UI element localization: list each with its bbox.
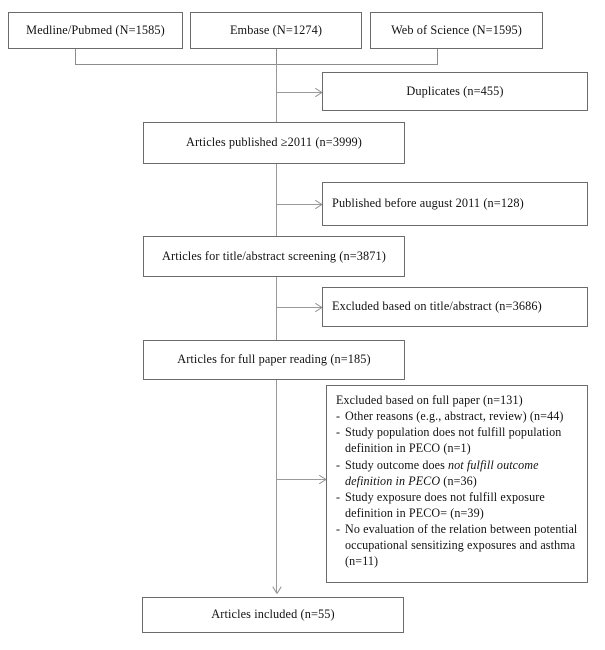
source-label-medline: Medline/Pubmed (N=1585) — [26, 22, 165, 37]
reason-text-plain-before: Other reasons (e.g., abstract, review) (… — [345, 409, 564, 424]
reason-text-plain-before: Study outcome does — [345, 457, 449, 472]
reason-text-italic: not fulfill outcome definition in PECO — [345, 457, 539, 488]
exclusion-reason-item: -Study exposure does not fulfill exposur… — [336, 489, 580, 521]
flow-box-articles-published: Articles published ≥2011 (n=3999) — [143, 122, 405, 164]
connector-arrow-before-2011 — [276, 204, 322, 205]
flow-box-full-paper-reading: Articles for full paper reading (n=185) — [143, 340, 405, 380]
exclusion-reason-item: -No evaluation of the relation between p… — [336, 521, 580, 569]
exclusion-label-duplicates: Duplicates (n=455) — [406, 83, 504, 98]
connector-medline-drop — [75, 49, 76, 65]
flow-label-articles-included: Articles included (n=55) — [211, 607, 335, 621]
exclusion-reason-item: -Study outcome does not fulfill outcome … — [336, 457, 580, 489]
bullet-dash: - — [336, 522, 341, 537]
bullet-dash: - — [336, 457, 341, 472]
flow-box-title-abstract-screening: Articles for title/abstract screening (n… — [143, 236, 405, 277]
connector-arrow-excluded-full-paper — [276, 479, 326, 480]
reason-text-plain-before: Study exposure does not fulfill exposure… — [345, 489, 545, 520]
exclusion-heading-full-paper: Excluded based on full paper (n=131) — [336, 393, 523, 407]
reason-text-plain-after: (n=36) — [440, 473, 477, 488]
flow-label-articles-published: Articles published ≥2011 (n=3999) — [185, 135, 363, 149]
exclusion-reason-list: -Other reasons (e.g., abstract, review) … — [336, 408, 580, 569]
exclusion-label-excluded-title-abstract: Excluded based on title/abstract (n=3686… — [332, 299, 542, 313]
reason-text-plain-before: Study population does not fulfill popula… — [345, 425, 562, 456]
bullet-dash: - — [336, 409, 341, 424]
connector-arrow-excluded-title-abstract — [276, 307, 322, 308]
exclusion-reason-item: -Other reasons (e.g., abstract, review) … — [336, 408, 580, 424]
connector-wos-drop — [437, 49, 438, 65]
exclusion-box-before-august-2011: Published before august 2011 (n=128) — [322, 182, 588, 226]
source-label-embase: Embase (N=1274) — [229, 22, 323, 37]
flow-box-articles-included: Articles included (n=55) — [142, 597, 404, 633]
flow-label-title-abstract-screening: Articles for title/abstract screening (n… — [162, 248, 386, 263]
source-label-web-of-science: Web of Science (N=1595) — [391, 22, 522, 37]
connector-embase-drop — [276, 49, 277, 65]
flow-label-full-paper-reading: Articles for full paper reading (n=185) — [177, 352, 371, 366]
exclusion-box-excluded-full-paper: Excluded based on full paper (n=131) -Ot… — [326, 385, 588, 583]
reason-text-plain-before: No evaluation of the relation between po… — [345, 522, 578, 569]
connector-main-trunk — [276, 64, 277, 593]
exclusion-box-excluded-title-abstract: Excluded based on title/abstract (n=3686… — [322, 287, 588, 327]
connector-sources-bar — [75, 64, 438, 65]
exclusion-box-duplicates: Duplicates (n=455) — [322, 72, 588, 111]
exclusion-reason-item: -Study population does not fulfill popul… — [336, 424, 580, 456]
source-box-medline: Medline/Pubmed (N=1585) — [8, 12, 183, 49]
source-box-embase: Embase (N=1274) — [190, 12, 362, 49]
connector-arrow-duplicates — [276, 92, 322, 93]
exclusion-label-before-august-2011: Published before august 2011 (n=128) — [332, 196, 524, 210]
source-box-web-of-science: Web of Science (N=1595) — [370, 12, 543, 49]
bullet-dash: - — [336, 425, 341, 440]
bullet-dash: - — [336, 489, 341, 504]
